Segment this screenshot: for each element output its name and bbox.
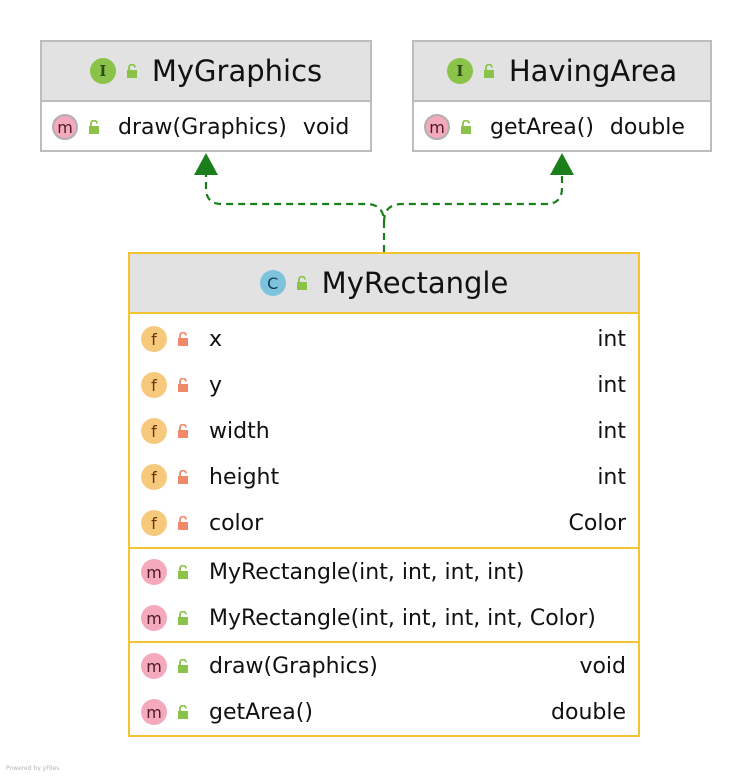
method-name: getArea() (209, 699, 313, 725)
method-type: double (609, 114, 685, 140)
field-row[interactable]: f x int (130, 316, 638, 362)
interface-havingarea[interactable]: I HavingArea m getArea() double (412, 40, 712, 152)
constructor-signature: MyRectangle(int, int, int, int, Color) (209, 605, 596, 631)
constructor-row[interactable]: m MyRectangle(int, int, int, int) (130, 549, 638, 595)
section-divider (130, 641, 638, 643)
method-icon: m (141, 605, 167, 631)
public-lock-icon (178, 565, 188, 579)
field-icon: f (141, 418, 167, 444)
field-name: color (209, 510, 264, 536)
method-name: getArea() (490, 114, 594, 140)
method-icon: m (141, 699, 167, 725)
public-lock-icon (126, 64, 137, 78)
method-icon: m (141, 653, 167, 679)
field-icon: f (141, 372, 167, 398)
interface-header: I HavingArea (414, 42, 710, 102)
method-row[interactable]: m draw(Graphics) void (42, 102, 370, 152)
field-name: y (209, 372, 223, 398)
method-row[interactable]: m getArea() double (130, 689, 638, 735)
interface-title: MyGraphics (151, 54, 323, 88)
class-header: C MyRectangle (130, 254, 638, 314)
method-row[interactable]: m getArea() double (414, 102, 710, 152)
field-type: int (597, 418, 626, 444)
public-lock-icon (89, 120, 99, 134)
private-lock-icon (178, 470, 188, 484)
method-row[interactable]: m draw(Graphics) void (130, 643, 638, 689)
methods-section: m draw(Graphics) void m getArea() double (130, 643, 638, 735)
constructor-signature: MyRectangle(int, int, int, int) (209, 559, 525, 585)
section-divider (130, 547, 638, 549)
interface-mygraphics[interactable]: I MyGraphics m draw(Graphics) void (40, 40, 372, 152)
constructors-section: m MyRectangle(int, int, int, int) m MyRe… (130, 549, 638, 641)
class-title: MyRectangle (321, 266, 509, 300)
field-icon: f (141, 326, 167, 352)
field-name: height (209, 464, 280, 490)
method-icon: m (141, 559, 167, 585)
field-icon: f (141, 510, 167, 536)
method-type: double (551, 699, 626, 725)
arrowhead-havingarea (550, 153, 574, 175)
class-myrectangle[interactable]: C MyRectangle f x int f y int f (128, 252, 640, 737)
field-row[interactable]: f y int (130, 362, 638, 408)
public-lock-icon (178, 705, 188, 719)
method-name: draw(Graphics) (209, 653, 378, 679)
field-row[interactable]: f height int (130, 454, 638, 500)
public-lock-icon (461, 120, 471, 134)
field-type: int (597, 372, 626, 398)
field-name: width (209, 418, 270, 444)
public-lock-icon (483, 64, 494, 78)
interface-icon: I (89, 58, 116, 84)
interface-title: HavingArea (508, 54, 678, 88)
public-lock-icon (178, 611, 188, 625)
arrowhead-mygraphics (194, 153, 218, 175)
field-type: int (597, 464, 626, 490)
class-icon: C (259, 270, 286, 296)
field-type: int (597, 326, 626, 352)
method-type: void (579, 653, 626, 679)
private-lock-icon (178, 424, 188, 438)
constructor-row[interactable]: m MyRectangle(int, int, int, int, Color) (130, 595, 638, 641)
field-type: Color (568, 510, 626, 536)
public-lock-icon (296, 276, 307, 290)
footer-credit: Powered by yFiles (6, 765, 60, 772)
method-icon: m (52, 114, 78, 140)
field-icon: f (141, 464, 167, 490)
field-row[interactable]: f width int (130, 408, 638, 454)
field-row[interactable]: f color Color (130, 500, 638, 546)
method-name: draw(Graphics) (118, 114, 287, 140)
implements-edge-mygraphics (204, 172, 386, 252)
interface-icon: I (446, 58, 473, 84)
private-lock-icon (178, 378, 188, 392)
method-icon: m (424, 114, 450, 140)
implements-edge-havingarea (382, 172, 564, 223)
method-type: void (302, 114, 350, 140)
interface-header: I MyGraphics (42, 42, 370, 102)
private-lock-icon (178, 516, 188, 530)
field-name: x (209, 326, 223, 352)
public-lock-icon (178, 659, 188, 673)
fields-section: f x int f y int f width int (130, 314, 638, 546)
private-lock-icon (178, 332, 188, 346)
